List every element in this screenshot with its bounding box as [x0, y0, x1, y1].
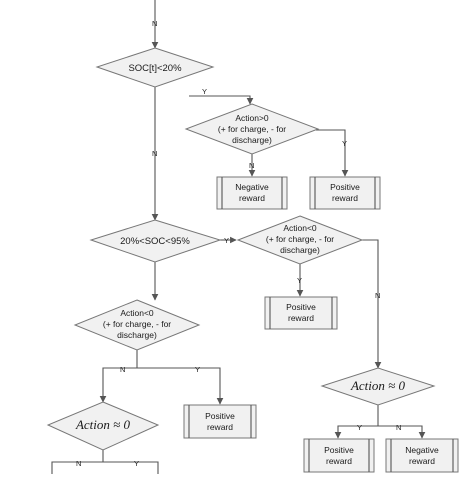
edge-label-mid-y: Y — [224, 236, 229, 245]
outcome-positive-reward-4-line1: Positive — [324, 445, 354, 455]
decision-action-lt0-right-line2: (+ for charge, - for — [266, 234, 334, 244]
outcome-positive-reward-4-line2: reward — [326, 456, 352, 466]
connector-bottom-yes — [103, 461, 159, 474]
connector-left-lt0-yes — [137, 367, 224, 405]
edge-label-left-lt0-n: N — [120, 365, 125, 374]
edge-label-right-zero-n: N — [396, 423, 401, 432]
outcome-positive-reward-2: Positive reward — [264, 296, 338, 330]
outcome-negative-reward-1: Negative reward — [216, 176, 288, 210]
edge-label-right-lt0-y: Y — [297, 276, 302, 285]
outcome-positive-reward-4: Positive reward — [303, 438, 375, 473]
edge-label-right-lt0-n: N — [375, 291, 380, 300]
outcome-positive-reward-1-line2: reward — [332, 193, 358, 203]
outcome-negative-reward-2-line2: reward — [409, 456, 435, 466]
edge-label-gt0-y: Y — [342, 139, 347, 148]
decision-action-gt0-line3: discharge) — [232, 135, 272, 145]
outcome-negative-reward-2: Negative reward — [385, 438, 459, 473]
outcome-negative-reward-2-line1: Negative — [405, 445, 439, 455]
decision-soc-low: SOC[t]<20% — [95, 47, 215, 88]
outcome-positive-reward-2-line2: reward — [288, 313, 314, 323]
connector-right-zero-yes — [334, 425, 378, 439]
outcome-positive-reward-2-line1: Positive — [286, 302, 316, 312]
outcome-negative-reward-1-line2: reward — [239, 193, 265, 203]
decision-soc-mid-label: 20%<SOC<95% — [120, 236, 190, 247]
connectors — [51, 0, 426, 474]
decision-action-gt0-line2: (+ for charge, - for — [218, 124, 286, 134]
decision-action-lt0-left-line3: discharge) — [117, 330, 157, 340]
connector-bottom-no — [51, 461, 103, 474]
decision-action-gt0: Action>0 (+ for charge, - for discharge) — [184, 103, 320, 155]
edge-labels: N Y N N Y Y Y N N Y N Y Y N — [76, 19, 401, 468]
edge-label-bottom-y: Y — [134, 459, 139, 468]
decision-action-lt0-right-line1: Action<0 — [283, 223, 317, 233]
edge-label-left-lt0-y: Y — [195, 365, 200, 374]
decision-soc-low-label: SOC[t]<20% — [128, 63, 182, 74]
decision-soc-mid: 20%<SOC<95% — [89, 219, 222, 263]
outcome-positive-reward-3-line2: reward — [207, 422, 233, 432]
connector-left-lt0-no — [99, 367, 137, 403]
decision-action-gt0-line1: Action>0 — [235, 113, 269, 123]
outcome-positive-reward-3: Positive reward — [183, 404, 257, 439]
connector-right-zero-no — [378, 425, 426, 439]
connector-gt0-yes — [316, 129, 349, 177]
edge-label-gt0-n: N — [249, 161, 254, 170]
decision-action-approx-zero-right: Action ≈ 0 — [320, 367, 436, 406]
outcome-negative-reward-1-line1: Negative — [235, 182, 269, 192]
outcome-positive-reward-1-line1: Positive — [330, 182, 360, 192]
outcome-positive-reward-3-line1: Positive — [205, 411, 235, 421]
decision-action-approx-zero-left: Action ≈ 0 — [46, 401, 160, 451]
connector-right-lt0-no — [360, 239, 382, 369]
decision-action-lt0-left: Action<0 (+ for charge, - for discharge) — [73, 299, 201, 351]
decision-action-lt0-left-line1: Action<0 — [120, 308, 154, 318]
edge-label-soc-low-y: Y — [202, 87, 207, 96]
outcome-positive-reward-1: Positive reward — [309, 176, 381, 210]
decision-action-approx-zero-left-label: Action ≈ 0 — [75, 417, 131, 432]
edge-label-soc-low-n: N — [152, 149, 157, 158]
decision-action-lt0-left-line2: (+ for charge, - for — [103, 319, 171, 329]
edge-label-right-zero-y: Y — [357, 423, 362, 432]
edge-label-bottom-n: N — [76, 459, 81, 468]
connector-soc-low-yes — [189, 95, 254, 105]
decision-action-lt0-right: Action<0 (+ for charge, - for discharge) — [236, 215, 364, 265]
decision-action-lt0-right-line3: discharge) — [280, 245, 320, 255]
edge-label-top-n: N — [152, 19, 157, 28]
decision-action-approx-zero-right-label: Action ≈ 0 — [350, 378, 406, 393]
